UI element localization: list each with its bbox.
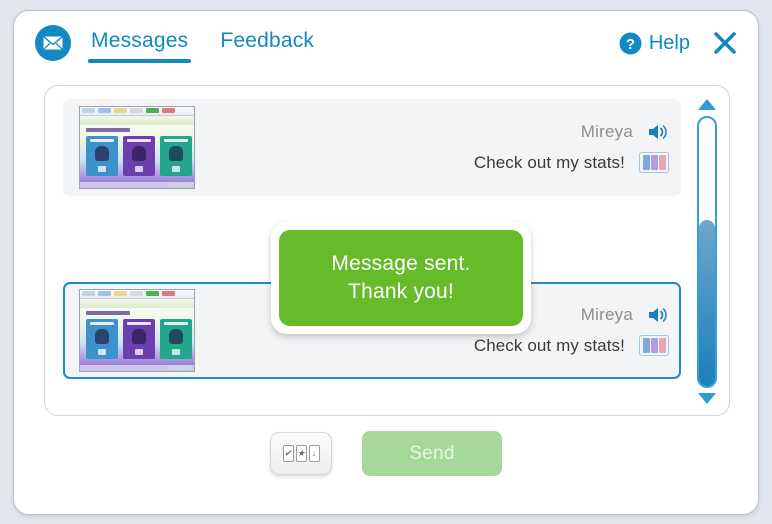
message-content: Mireya Check out my stats!: [195, 289, 679, 372]
message-sender: Mireya: [580, 305, 633, 324]
thumbnail-stage-title: [86, 128, 130, 132]
message-thumbnail[interactable]: [79, 106, 195, 189]
envelope-icon: [34, 24, 72, 62]
action-bar: ✔ ★ ↓ Send: [14, 431, 758, 476]
thumbnail-status-bar: [80, 182, 194, 188]
thumbnail-card-purple: [123, 319, 155, 359]
tab-feedback-label: Feedback: [220, 29, 315, 52]
help-label: Help: [648, 31, 690, 54]
message-row[interactable]: Mireya Check out my stats!: [63, 99, 681, 196]
message-list-panel: Mireya Check out my stats!: [44, 85, 730, 416]
thumbnail-browser-bar: [80, 290, 194, 299]
send-button[interactable]: Send: [362, 431, 502, 476]
help-button[interactable]: ? Help: [619, 32, 690, 55]
message-text-line: Check out my stats!: [474, 335, 669, 356]
thumbnail-cards: [86, 319, 192, 359]
message-content: Mireya Check out my stats!: [195, 106, 679, 189]
thumbnail-status-bar: [80, 365, 194, 371]
message-sender-line: Mireya: [581, 122, 669, 142]
svg-text:?: ?: [626, 36, 635, 53]
window-header: Messages Feedback ? Help: [14, 11, 758, 75]
message-text: Check out my stats!: [473, 152, 625, 172]
thumbnail-card-teal: [160, 136, 192, 176]
message-sender-line: Mireya: [581, 305, 669, 325]
triangle-up-icon[interactable]: [696, 98, 718, 112]
speaker-icon[interactable]: [647, 305, 669, 325]
thumbnail-address-bar: [80, 300, 194, 316]
tab-messages-label: Messages: [91, 29, 189, 52]
scrollbar-thumb[interactable]: [699, 220, 715, 386]
toast-body: Message sent. Thank you!: [279, 230, 523, 326]
triangle-down-icon[interactable]: [696, 391, 718, 405]
speaker-icon[interactable]: [647, 122, 669, 142]
message-text-line: Check out my stats!: [474, 152, 669, 173]
message-text: Check out my stats!: [473, 335, 625, 355]
card-glyph-check: ✔: [282, 445, 294, 462]
thumbnail-stage: [80, 308, 194, 371]
attach-stats-button[interactable]: ✔ ★ ↓: [270, 432, 332, 475]
thumbnail-card-blue: [86, 319, 118, 359]
thumbnail-tab-chips: [82, 108, 175, 113]
card-glyph-arrow: ↓: [308, 445, 320, 462]
close-x-icon[interactable]: [712, 30, 738, 56]
tab-feedback[interactable]: Feedback: [217, 27, 317, 63]
three-cards-icon: ✔ ★ ↓: [282, 445, 320, 462]
thumbnail-stage: [80, 125, 194, 188]
scrollbar-track[interactable]: [697, 116, 717, 388]
messages-window: Messages Feedback ? Help: [13, 10, 759, 515]
thumbnail-stage-title: [86, 311, 130, 315]
tab-bar: Messages Feedback: [88, 27, 317, 63]
card-glyph-star: ★: [295, 445, 307, 462]
message-sent-toast: Message sent. Thank you!: [271, 222, 531, 334]
thumbnail-card-blue: [86, 136, 118, 176]
toast-line-1: Message sent.: [331, 251, 471, 275]
thumbnail-card-purple: [123, 136, 155, 176]
stats-cards-icon[interactable]: [639, 152, 669, 173]
thumbnail-browser-bar: [80, 107, 194, 116]
tab-messages[interactable]: Messages: [88, 27, 192, 63]
message-list[interactable]: Mireya Check out my stats!: [63, 99, 681, 404]
thumbnail-address-bar: [80, 117, 194, 133]
thumbnail-card-teal: [160, 319, 192, 359]
question-mark-circle-icon: ?: [619, 32, 642, 55]
message-thumbnail[interactable]: [79, 289, 195, 372]
toast-line-2: Thank you!: [348, 280, 454, 303]
header-actions: ? Help: [619, 30, 738, 56]
stats-cards-icon[interactable]: [639, 335, 669, 356]
message-sender: Mireya: [580, 122, 633, 141]
thumbnail-tab-chips: [82, 291, 175, 296]
thumbnail-cards: [86, 136, 192, 176]
message-list-scrollbar[interactable]: [693, 96, 721, 407]
